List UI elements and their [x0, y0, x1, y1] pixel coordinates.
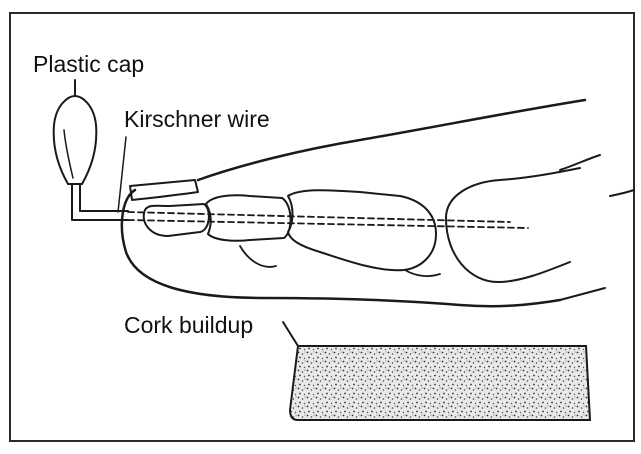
- proximal-phalanx: [288, 190, 436, 270]
- cork-leader-line: [283, 322, 298, 346]
- foot-contour-mid: [610, 190, 634, 196]
- sesamoid-outline: [405, 270, 440, 276]
- wire-track-upper: [128, 212, 510, 222]
- middle-phalanx: [206, 195, 291, 240]
- toenail: [130, 180, 198, 200]
- foot-contour-plantar: [560, 288, 605, 300]
- label-cork-buildup: Cork buildup: [124, 312, 253, 338]
- label-kirschner-wire: Kirschner wire: [124, 106, 270, 132]
- joint-soft-tissue: [240, 246, 276, 267]
- plastic-cap: [54, 96, 97, 184]
- plastic-cap-highlight: [64, 130, 73, 178]
- label-plastic-cap: Plastic cap: [33, 51, 144, 77]
- toe-outline-bottom: [122, 190, 560, 306]
- metatarsal-head: [446, 168, 580, 282]
- wire-leader-line: [118, 137, 126, 212]
- cork-buildup-block: [290, 346, 590, 420]
